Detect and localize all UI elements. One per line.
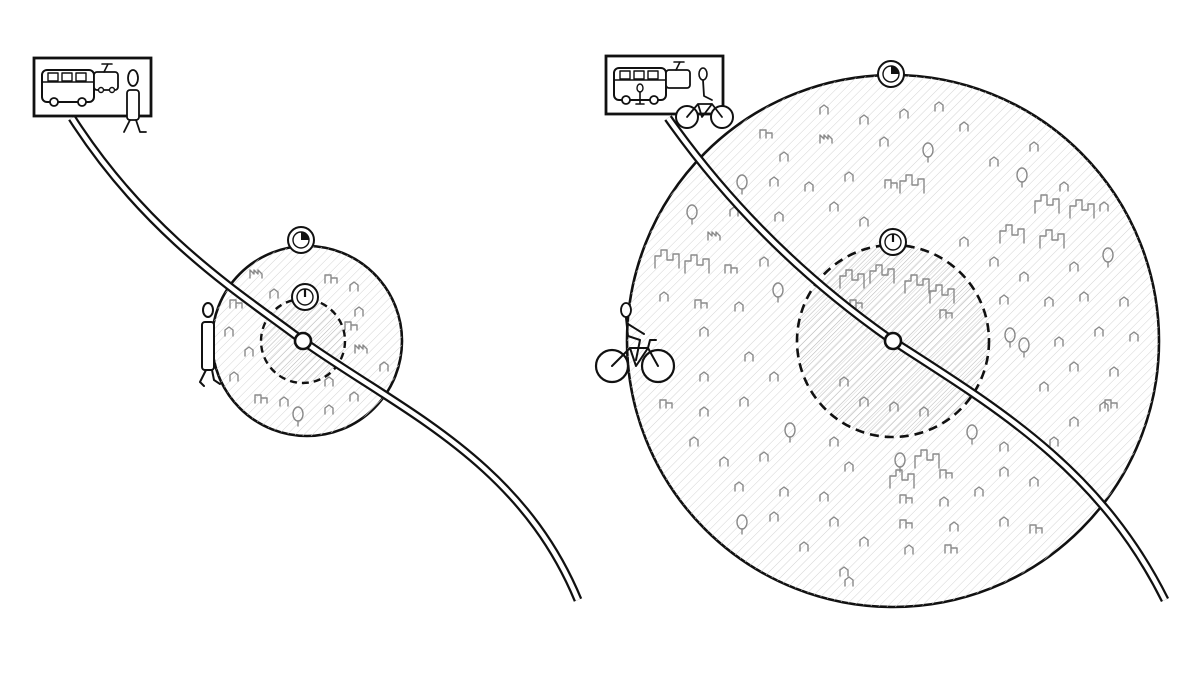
cycling-outer-clock-icon [877, 60, 905, 88]
walking-pedestrian-icon [199, 302, 221, 387]
walking-scenario [32, 56, 583, 602]
cycling-scenario [594, 54, 1170, 609]
walking-transit-line [68, 115, 583, 602]
walking-inner-clock-icon [290, 282, 320, 312]
walking-station-node [293, 331, 313, 351]
tram-icon [665, 61, 691, 89]
cycling-cyclist-icon [594, 302, 676, 384]
tram-icon [93, 63, 119, 94]
pedestrian-icon [635, 83, 645, 105]
cyclist-icon [675, 67, 734, 129]
walking-mode-card [32, 56, 153, 133]
cycling-inner-clock-icon [878, 227, 908, 257]
cycling-station-node [883, 331, 903, 351]
bus-icon [41, 69, 95, 107]
cycling-mode-card [604, 54, 734, 129]
pedestrian-icon [123, 69, 147, 133]
walking-outer-clock-icon [287, 226, 315, 254]
